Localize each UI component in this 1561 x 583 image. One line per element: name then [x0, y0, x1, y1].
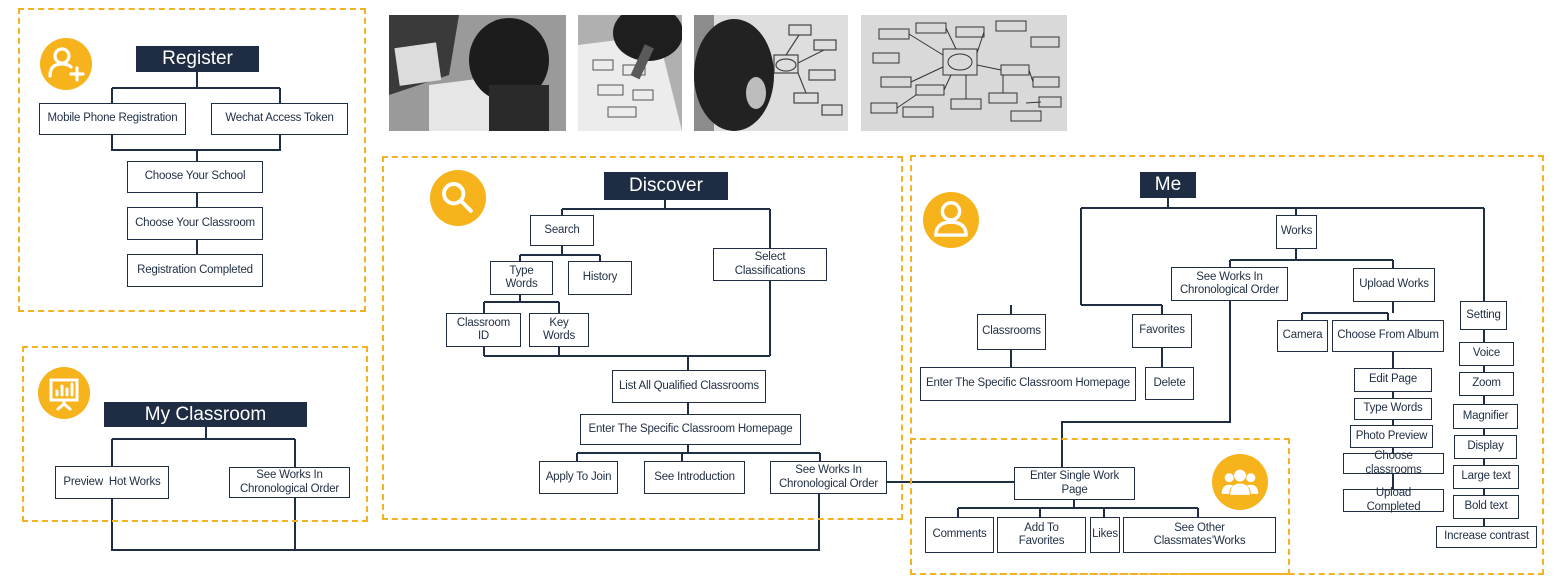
me-title: Me	[1140, 172, 1196, 198]
discover-key-words[interactable]: Key Words	[529, 313, 589, 347]
me-classrooms[interactable]: Classrooms	[977, 314, 1046, 350]
choose-classrooms[interactable]: Choose classrooms	[1343, 450, 1444, 476]
list-all-qualified-classrooms[interactable]: List All Qualified Classrooms	[612, 370, 766, 403]
preview-hot-works[interactable]: Preview Hot Works	[55, 466, 169, 499]
upload-works[interactable]: Upload Works	[1353, 268, 1435, 302]
workshop-photo-flowchart	[861, 15, 1067, 131]
mobile-phone-registration[interactable]: Mobile Phone Registration	[39, 103, 186, 135]
discover-classroom-id[interactable]: Classroom ID	[446, 313, 521, 347]
me-enter-classroom-homepage[interactable]: Enter The Specific Classroom Homepage	[920, 367, 1136, 401]
add-user-icon	[40, 38, 92, 90]
camera[interactable]: Camera	[1277, 320, 1328, 352]
choose-from-album[interactable]: Choose From Album	[1332, 320, 1444, 352]
workshop-photo-wall-map	[694, 15, 848, 131]
edit-page[interactable]: Edit Page	[1354, 368, 1432, 392]
workshop-photo-sketching	[578, 15, 682, 131]
discover-history[interactable]: History	[568, 261, 632, 295]
discover-title: Discover	[604, 172, 728, 200]
discover-see-works[interactable]: See Works In Chronological Order	[770, 461, 887, 494]
presentation-icon	[38, 367, 90, 419]
me-works[interactable]: Works	[1276, 215, 1317, 249]
discover-type-words[interactable]: Type Words	[490, 261, 553, 295]
enter-single-work-page[interactable]: Enter Single Work Page	[1014, 467, 1135, 500]
choose-your-classroom[interactable]: Choose Your Classroom	[127, 207, 263, 240]
search-icon	[430, 170, 486, 226]
see-introduction[interactable]: See Introduction	[644, 461, 745, 494]
zoom[interactable]: Zoom	[1459, 372, 1514, 396]
bold-text[interactable]: Bold text	[1453, 495, 1519, 519]
register-title: Register	[136, 46, 259, 72]
display[interactable]: Display	[1454, 435, 1517, 459]
increase-contrast[interactable]: Increase contrast	[1436, 526, 1537, 548]
register-frame	[18, 8, 366, 312]
my-classroom-frame	[22, 346, 368, 522]
likes[interactable]: Likes	[1090, 517, 1120, 553]
wechat-access-token[interactable]: Wechat Access Token	[211, 103, 348, 135]
work-page-frame	[910, 438, 1290, 575]
see-other-classmates-works[interactable]: See Other Classmates’Works	[1123, 517, 1276, 553]
me-favorites[interactable]: Favorites	[1132, 314, 1192, 348]
me-type-words[interactable]: Type Words	[1354, 398, 1432, 420]
magnifier[interactable]: Magnifier	[1453, 404, 1518, 429]
voice[interactable]: Voice	[1459, 342, 1514, 366]
user-icon	[923, 192, 979, 248]
discover-frame	[382, 156, 903, 520]
select-classifications[interactable]: Select Classifications	[713, 248, 827, 281]
my-classroom-see-works[interactable]: See Works In Chronological Order	[229, 467, 350, 498]
my-classroom-title: My Classroom	[104, 402, 307, 427]
discover-search[interactable]: Search	[530, 215, 594, 246]
discover-enter-classroom-homepage[interactable]: Enter The Specific Classroom Homepage	[580, 414, 801, 445]
upload-completed[interactable]: Upload Completed	[1343, 487, 1444, 513]
add-to-favorites[interactable]: Add To Favorites	[997, 517, 1086, 553]
group-icon	[1212, 454, 1268, 510]
photo-preview[interactable]: Photo Preview	[1350, 425, 1433, 448]
comments[interactable]: Comments	[925, 517, 994, 553]
setting[interactable]: Setting	[1460, 301, 1507, 330]
workshop-photo-laptop	[389, 15, 566, 131]
apply-to-join[interactable]: Apply To Join	[539, 461, 618, 494]
registration-completed[interactable]: Registration Completed	[127, 254, 263, 287]
me-see-works[interactable]: See Works In Chronological Order	[1171, 267, 1288, 301]
large-text[interactable]: Large text	[1453, 465, 1519, 489]
choose-your-school[interactable]: Choose Your School	[127, 161, 263, 193]
me-delete[interactable]: Delete	[1145, 367, 1194, 400]
